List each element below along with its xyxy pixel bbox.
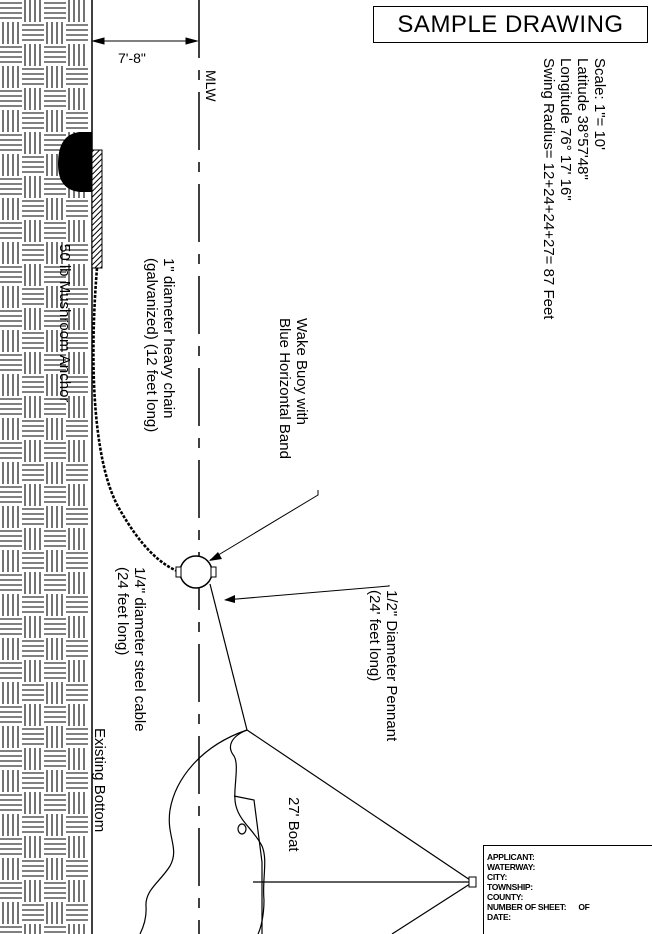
sheet-number-row: NUMBER OF SHEET: OF — [487, 902, 652, 912]
chain-label-1: 1" diameter heavy chain — [160, 258, 177, 418]
city-field: CITY: — [487, 872, 508, 882]
pennant-label-1: 1/2" Diameter Pennant — [383, 590, 400, 742]
spec-swing-radius: Swing Radius= 12+24+24+27= 87 Feet — [540, 58, 557, 320]
sheet-of-field: OF — [578, 902, 590, 912]
boat-hull — [229, 729, 266, 934]
date-field: DATE: — [487, 912, 511, 922]
dimension-label: 7'-8" — [118, 50, 146, 66]
title-box: SAMPLE DRAWING — [373, 6, 648, 43]
pennant-lower — [391, 881, 474, 934]
steel-cable — [209, 583, 248, 731]
township-field: TOWNSHIP: — [487, 882, 533, 892]
buoy-label-2: Blue Horizontal Band — [276, 318, 293, 459]
spec-latitude: Latitude 38°57'48" — [574, 58, 591, 180]
chain-label-2: (galvanized) (12 feet long) — [143, 258, 160, 432]
anchor-shank — [91, 149, 103, 269]
existing-bottom-label: Existing Bottom — [91, 728, 108, 832]
bow-cleat — [468, 876, 477, 888]
heavy-chain — [92, 267, 181, 574]
buoy-shackle-left — [175, 566, 182, 578]
buoy-leader-arrow — [209, 552, 222, 561]
wake-buoy — [179, 555, 213, 589]
pennant-leader-arrow — [224, 595, 235, 603]
buoy-leader — [209, 490, 319, 561]
sheet-number-field: NUMBER OF SHEET: — [487, 902, 567, 912]
spec-longitude: Longitude 76° 17' 16" — [557, 58, 574, 201]
buoy-label-1: Wake Buoy with — [293, 318, 310, 425]
spec-scale: Scale: 1"= 10' — [591, 58, 608, 150]
pennant-leader — [224, 585, 390, 601]
pennant-upper — [246, 729, 474, 883]
buoy-shackle-right — [210, 566, 217, 578]
title-block: APPLICANT: WATERWAY: CITY: TOWNSHIP: COU… — [483, 845, 652, 934]
boat-cabin — [233, 795, 263, 934]
anchor-label: 50 lb Mushroom Anchor — [56, 244, 73, 402]
boat-hull-outer — [139, 729, 248, 934]
applicant-field: APPLICANT: — [487, 852, 535, 862]
boat-label: 27' Boat — [285, 797, 302, 852]
drawing-title: SAMPLE DRAWING — [397, 11, 624, 38]
porthole — [237, 823, 247, 835]
cable-label-2: (24 feet long) — [114, 567, 131, 655]
mushroom-anchor — [58, 132, 92, 192]
waterway-field: WATERWAY: — [487, 862, 535, 872]
cable-label-1: 1/4" diameter steel cable — [131, 567, 148, 732]
county-field: COUNTY: — [487, 892, 523, 902]
pennant-label-2: (24' feet long) — [366, 590, 383, 681]
dimension-line — [91, 37, 199, 45]
mlw-label: MLW — [203, 70, 219, 102]
